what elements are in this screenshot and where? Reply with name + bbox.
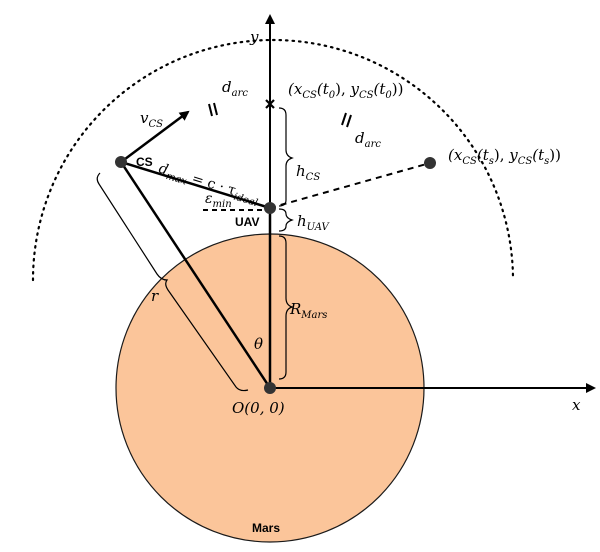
d-arc-label-right: darc <box>355 129 381 150</box>
ts-node <box>424 157 436 169</box>
cs-node <box>115 156 127 168</box>
r-label: r <box>151 287 159 305</box>
uav-node <box>264 202 276 214</box>
radius-line <box>119 161 272 389</box>
arc-tick-right <box>341 112 352 128</box>
origin-label: O(0, 0) <box>232 399 285 417</box>
dashed-uav-to-ts <box>269 162 431 209</box>
mars-label: Mars <box>252 521 280 535</box>
arc-tick-left <box>208 102 218 117</box>
orbit-arc <box>31 38 515 282</box>
theta-label: θ <box>254 335 263 353</box>
h-cs-label: hCS <box>296 162 320 183</box>
x-axis-label: x <box>572 396 581 414</box>
uav-label: UAV <box>235 215 259 229</box>
cs-label: CS <box>136 155 153 169</box>
cs-uav-line <box>120 160 271 210</box>
d-arc-label-left: darc <box>222 78 248 99</box>
y-axis-label: y <box>249 28 259 46</box>
brace-r-mars <box>278 235 294 380</box>
origin-node <box>264 382 276 394</box>
ts-point-label: (xCS(ts), yCS(ts)) <box>448 146 561 167</box>
t0-point-label: (xCS(t0), yCS(t0)) <box>288 80 403 101</box>
v-cs-label: vCS <box>140 109 163 130</box>
h-uav-label: hUAV <box>297 212 331 233</box>
epsilon-min-label: εmin <box>205 191 232 210</box>
r-mars-label: RMars <box>289 300 327 321</box>
brace-h-cs <box>278 107 294 207</box>
t0-marker <box>265 99 275 109</box>
brace-r <box>96 172 249 392</box>
brace-h-uav <box>278 208 294 232</box>
velocity-arrow <box>120 110 190 164</box>
